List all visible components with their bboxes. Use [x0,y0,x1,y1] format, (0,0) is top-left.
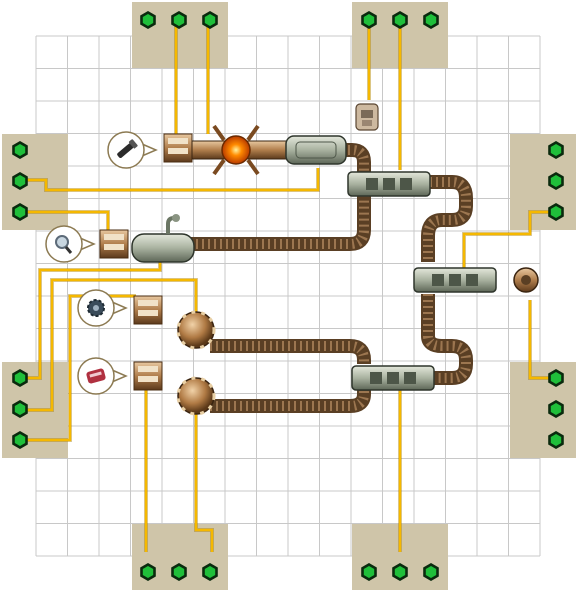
io-pin[interactable] [12,369,28,387]
crate-2[interactable] [99,229,129,259]
io-pin[interactable] [12,172,28,190]
gear-cog-icon [87,299,105,317]
robot-unit[interactable] [355,103,379,131]
io-pin[interactable] [548,172,564,190]
io-pin[interactable] [12,203,28,221]
io-pin[interactable] [548,431,564,449]
io-pin[interactable] [202,563,218,581]
bubble-tool-pouch[interactable] [77,357,128,395]
io-pin[interactable] [140,563,156,581]
flashlight-icon [117,139,138,158]
io-pin[interactable] [392,563,408,581]
io-pin[interactable] [423,563,439,581]
reactor-core[interactable] [191,124,289,176]
splitter-lower[interactable] [351,365,435,391]
item-bubbles [45,131,158,395]
io-pin[interactable] [12,431,28,449]
merger-middle[interactable] [413,267,497,293]
bubble-flashlight[interactable] [107,131,158,169]
dispenser-crates [99,133,193,391]
bubble-magnifier[interactable] [45,225,96,263]
io-pin[interactable] [392,11,408,29]
signal-wires [20,20,556,552]
splitter-upper[interactable] [347,171,431,197]
conveyor-belts [190,143,473,413]
io-pin[interactable] [361,563,377,581]
io-pin[interactable] [171,11,187,29]
io-pin[interactable] [12,400,28,418]
io-pin[interactable] [423,11,439,29]
dome-press-lower[interactable] [176,376,216,416]
steam-condenser[interactable] [285,135,347,165]
pad-right-upper [510,134,576,230]
crate-4[interactable] [133,361,163,391]
io-pin[interactable] [548,203,564,221]
bubble-gear[interactable] [77,289,128,327]
crate-3[interactable] [133,295,163,325]
tool-pouch-icon [86,368,106,384]
output-valve[interactable] [513,267,539,293]
magnifier-icon [55,235,73,254]
dome-press-upper[interactable] [176,310,216,350]
io-pin[interactable] [548,141,564,159]
grid [35,35,541,557]
crate-1[interactable] [163,133,193,163]
io-pin[interactable] [548,400,564,418]
io-pin[interactable] [171,563,187,581]
io-pin[interactable] [202,11,218,29]
io-pin[interactable] [548,369,564,387]
io-pin[interactable] [361,11,377,29]
boiler-tank[interactable] [131,214,195,263]
io-pin[interactable] [140,11,156,29]
io-pins [12,11,564,581]
io-pin[interactable] [12,141,28,159]
